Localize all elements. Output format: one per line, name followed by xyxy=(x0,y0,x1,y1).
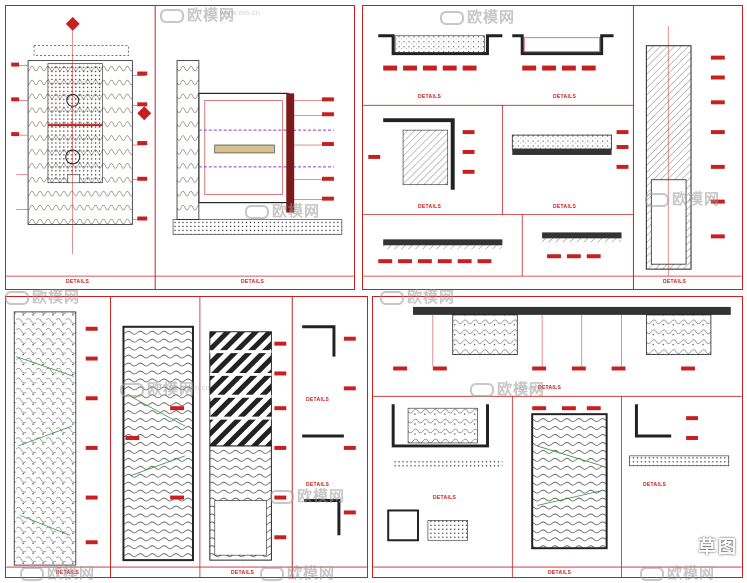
detail-title: DETAILS xyxy=(418,94,442,100)
detail-title: DETAILS xyxy=(433,495,457,501)
elevation-drawing xyxy=(6,6,354,289)
sheet-top-right: DETAILS DETAILS DETAILS DETAILS DETAILS xyxy=(362,5,743,290)
detail-title: DETAILS xyxy=(418,204,442,210)
detail-title: DETAILS xyxy=(231,570,255,576)
brand-overlay: 草图 xyxy=(698,537,738,557)
section-drawings xyxy=(363,6,742,289)
detail-title: DETAILS xyxy=(553,94,577,100)
sheet-top-left: DETAILS DETAILS xyxy=(5,5,355,290)
detail-title: DETAILS xyxy=(553,204,577,210)
detail-title: DETAILS xyxy=(548,570,572,576)
watermark-url: www.om.cn xyxy=(170,385,211,392)
watermark-url: www.om.cn xyxy=(220,10,261,17)
sheet-bottom-right: DETAILS DETAILS DETAILS DETAILS 草图 xyxy=(372,296,743,578)
detail-title: DETAILS xyxy=(643,482,667,488)
detail-title: DETAILS xyxy=(306,482,330,488)
watermark-url: www.om.cn xyxy=(520,385,561,392)
detail-title: DETAILS xyxy=(56,570,80,576)
sheet-bottom-left: DETAILS DETAILS DETAILS DETAILS xyxy=(5,296,368,578)
detail-title: DETAILS xyxy=(306,397,330,403)
detail-title: DETAILS xyxy=(241,279,265,285)
detail-title: DETAILS xyxy=(538,385,562,391)
detail-title: DETAILS xyxy=(66,279,90,285)
detail-title: DETAILS xyxy=(663,279,687,285)
wall-panel-details xyxy=(373,306,742,577)
cabinet-elevations xyxy=(6,297,367,577)
